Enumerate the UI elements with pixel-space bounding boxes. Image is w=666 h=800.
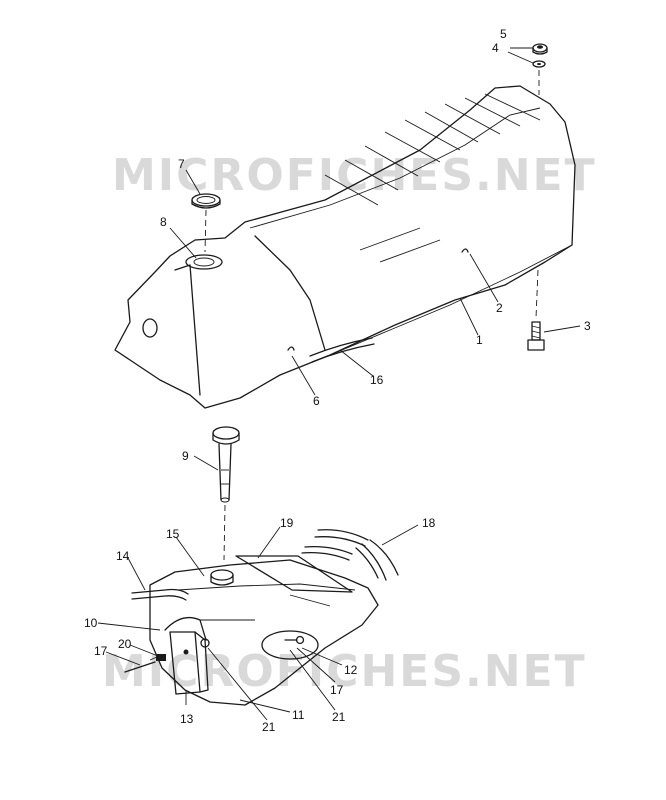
bolt-3 xyxy=(527,321,545,351)
nut-5 xyxy=(532,43,548,55)
callout-12: 12 xyxy=(344,663,358,677)
callout-8: 8 xyxy=(160,215,167,229)
callout-6: 6 xyxy=(313,394,320,408)
callout-17-right: 17 xyxy=(330,683,344,697)
callout-21-left: 21 xyxy=(262,720,276,734)
callout-20: 20 xyxy=(118,637,132,651)
callout-labels: 5 4 7 8 2 1 3 6 16 9 19 18 14 15 10 20 1… xyxy=(84,27,591,734)
clamp-screw-21 xyxy=(200,638,210,648)
filler-neck-9 xyxy=(212,426,240,503)
callout-13: 13 xyxy=(180,712,194,726)
seat-side-hole xyxy=(142,318,158,338)
callout-18: 18 xyxy=(422,516,436,530)
fill-opening-grommet xyxy=(185,254,223,270)
grommet-7 xyxy=(191,193,221,209)
seat-assembly xyxy=(114,85,576,409)
callout-3: 3 xyxy=(584,319,591,333)
callout-1: 1 xyxy=(476,333,483,347)
callout-21-right: 21 xyxy=(332,710,346,724)
clip-2 xyxy=(461,248,469,253)
callout-5: 5 xyxy=(500,27,507,41)
straps-18 xyxy=(301,529,399,581)
callout-9: 9 xyxy=(182,449,189,463)
tank-fill-neck xyxy=(210,569,234,581)
screw-17 xyxy=(124,661,156,673)
callout-15: 15 xyxy=(166,527,180,541)
hose-14 xyxy=(131,588,189,595)
leader-lines xyxy=(97,47,581,721)
callout-14: 14 xyxy=(116,549,130,563)
bracket-13 xyxy=(169,631,209,695)
callout-4: 4 xyxy=(492,41,499,55)
centerline-grommet xyxy=(204,209,207,253)
washer-4 xyxy=(532,60,546,68)
callout-2: 2 xyxy=(496,301,503,315)
callout-10: 10 xyxy=(84,616,98,630)
seat-strap xyxy=(309,337,373,357)
screw-20 xyxy=(149,654,166,661)
fuel-tank xyxy=(149,559,379,706)
watermark-top: MICROFICHES.NET xyxy=(112,150,597,201)
callout-16: 16 xyxy=(370,373,384,387)
callout-19: 19 xyxy=(280,516,294,530)
clamp-10 xyxy=(164,616,207,641)
clip-6 xyxy=(287,346,295,351)
callout-17-left: 17 xyxy=(94,644,108,658)
callout-7: 7 xyxy=(178,157,185,171)
watermark-bottom: MICROFICHES.NET xyxy=(102,646,587,697)
pad-19 xyxy=(235,555,353,593)
callout-11: 11 xyxy=(292,708,305,722)
tank-sender-cover xyxy=(261,630,319,660)
